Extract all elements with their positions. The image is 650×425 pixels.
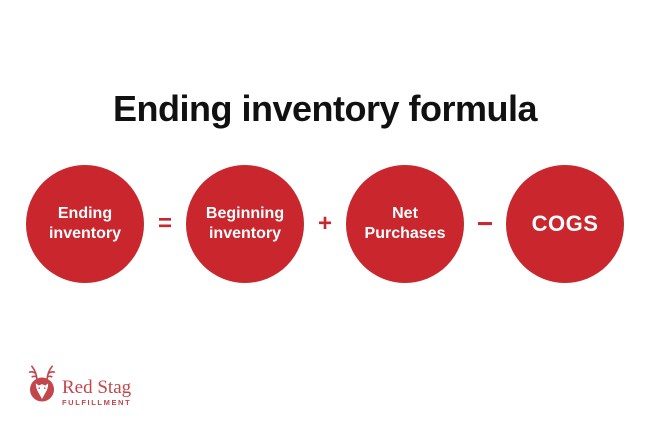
formula-row: Ending inventory = Beginning inventory +… [0,165,650,283]
logo-subtitle: FULFILLMENT [62,398,132,407]
circle-label-line2: inventory [208,225,281,242]
minus-operator: − [476,208,494,239]
circle-label-line1: Net [392,205,418,222]
plus-operator: + [317,210,332,237]
circle-label-line1: Beginning [205,205,285,222]
circle-label: Ending inventory [49,204,121,244]
logo-text: Red Stag FULFILLMENT [62,378,131,409]
circle-net-purchases: Net Purchases [346,165,464,283]
circle-label: COGS [531,211,599,236]
circle-beginning-inventory: Beginning inventory [186,165,304,283]
circle-label: Beginning inventory [206,204,284,244]
circle-label: Net Purchases [365,204,446,244]
stag-icon [26,362,58,409]
circle-ending-inventory: Ending inventory [26,165,144,283]
page-title: Ending inventory formula [112,88,538,130]
circle-label-line1: Ending [57,205,113,222]
equals-operator: = [157,210,172,237]
logo-wordmark: Red Stag [62,377,132,398]
circle-cogs: COGS [506,165,624,283]
circle-label-line2: Purchases [364,225,446,242]
red-stag-logo: Red Stag FULFILLMENT [26,362,131,409]
circle-label-line2: inventory [48,225,121,242]
